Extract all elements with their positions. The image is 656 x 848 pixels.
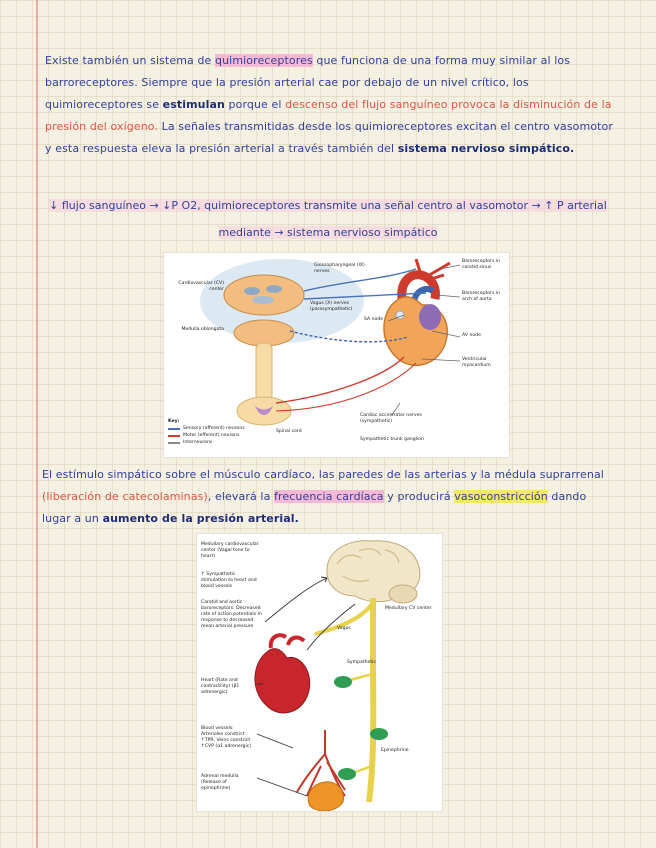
label-carotid-aortic-baroreceptors: Carotid and aortic baroreceptors: Decrea… xyxy=(201,600,262,629)
text-segment: aumento de la presión arterial. xyxy=(102,512,299,525)
key-motor-label: Motor (efferent) neurons xyxy=(183,433,240,438)
adrenal-medulla-illustration xyxy=(307,781,345,811)
text-segment: porque el xyxy=(224,98,286,111)
heart-illustration xyxy=(254,633,311,714)
formula-note: ↓ flujo sanguíneo → ↓P O2, quimiorecepto… xyxy=(38,192,618,246)
formula-line-1: ↓ flujo sanguíneo → ↓P O2, quimiorecepto… xyxy=(38,192,618,219)
margin-line xyxy=(36,0,38,848)
brainstem-illustration xyxy=(200,259,364,426)
label-ventricular-myocardium: Ventricular myocardium xyxy=(462,357,491,368)
text-segment: sistema nervioso simpático. xyxy=(397,142,575,155)
label-glossopharyngeal-nerves: Glossopharyngeal (IX) nerves xyxy=(314,263,365,274)
label-vagus-nerves: Vagus (X) nerves (parasympathetic) xyxy=(310,301,353,312)
label-spinal-cord: Spinal cord xyxy=(276,429,302,434)
key-motor-row: Motor (efferent) neurons xyxy=(168,433,260,438)
sensory-neuron-line-icon xyxy=(168,427,180,430)
sympathetic-diagram-art xyxy=(254,540,421,811)
label-sympathetic: Sympathetic xyxy=(347,660,376,665)
label-baroreceptors-carotid: Baroreceptors in carotid sinus xyxy=(462,259,500,270)
interneuron-line-icon xyxy=(168,441,180,444)
text-segment: quimioreceptores xyxy=(215,54,313,67)
text-segment: frecuencia cardíaca xyxy=(274,490,384,503)
text-segment: y producirá xyxy=(383,490,455,503)
text-segment: , elevará la xyxy=(207,490,275,503)
text-segment: descenso del flujo sanguíneo provoca la … xyxy=(45,98,612,133)
label-sa-node: SA node xyxy=(364,317,384,322)
label-cv-center: Cardiovascular (CV) center xyxy=(178,281,224,292)
figure1-key: Key: Sensory (afferent) neurons Motor (e… xyxy=(168,419,260,445)
label-epinephrine: Epinephrine xyxy=(381,748,409,753)
text-segment: mediante → sistema nervioso simpático xyxy=(218,226,438,239)
text-segment: que funciona de una forma muy similar al… xyxy=(45,54,571,111)
label-vagus: Vagus xyxy=(337,626,351,631)
heart-illustration xyxy=(383,258,451,367)
label-blood-vessels: Blood vessels: Arterioles constrict ↑TPR… xyxy=(201,726,252,749)
label-cardiac-accelerator-nerves: Cardiac accelerator nerves (sympathetic) xyxy=(360,413,422,424)
text-segment: estimulan xyxy=(162,98,225,111)
leader-lines xyxy=(387,264,461,416)
figure-sympathetic-stimulation: Medullary cardiovascular center (Vagal t… xyxy=(196,533,443,812)
figure-baroreceptor-pathways: Cardiovascular (CV) center Medulla oblon… xyxy=(163,252,510,458)
label-adrenal-medulla: Adrenal medulla (Release of epinephrine) xyxy=(201,774,239,791)
label-sympathetic-trunk-ganglion: Sympathetic trunk ganglion xyxy=(360,437,424,442)
key-title: Key: xyxy=(168,419,180,424)
brain-illustration xyxy=(326,540,421,604)
paragraph-sympathetic: El estímulo simpático sobre el músculo c… xyxy=(42,464,618,530)
label-heart: Heart (Rate and contractility) (β1 adren… xyxy=(201,678,240,695)
key-sensory-row: Sensory (afferent) neurons xyxy=(168,426,260,431)
label-av-node: AV node xyxy=(462,333,481,338)
text-segment: dando lugar a un xyxy=(42,490,587,525)
formula-line-2: mediante → sistema nervioso simpático xyxy=(38,219,618,246)
label-medulla-oblongata: Medulla oblongata xyxy=(181,327,224,332)
baroreceptor-diagram-art xyxy=(200,258,461,426)
label-medullary-cv-center: Medullary CV center xyxy=(385,606,432,611)
label-sympathetic-stimulation: ↑ Sympathetic stimulation to heart and b… xyxy=(201,572,257,589)
ganglia-illustration xyxy=(334,676,388,780)
motor-neuron-line-icon xyxy=(168,434,180,437)
paragraph-chemoreceptors: Existe también un sistema de quimiorecep… xyxy=(45,50,613,160)
text-segment: (liberación de catecolaminas) xyxy=(42,490,208,503)
text-segment: La señales transmitidas desde los quimio… xyxy=(45,120,614,155)
text-segment: vasoconstricción xyxy=(454,490,548,503)
key-interneuron-label: Interneurons xyxy=(183,440,213,445)
label-medullary-cardiovascular-center: Medullary cardiovascular center (Vagal t… xyxy=(201,542,259,559)
key-interneuron-row: Interneurons xyxy=(168,440,260,445)
label-baroreceptors-aorta: Baroreceptors in arch of aorta xyxy=(462,291,500,302)
nerve-pathways xyxy=(275,268,427,412)
blood-vessel-tree-illustration xyxy=(296,730,346,797)
text-segment: Existe también un sistema de xyxy=(45,54,216,67)
text-segment: ↓ flujo sanguíneo → ↓P O2, quimiorecepto… xyxy=(49,199,607,212)
connector-arrows xyxy=(256,576,356,797)
text-segment: El estímulo simpático sobre el músculo c… xyxy=(42,468,604,481)
key-sensory-label: Sensory (afferent) neurons xyxy=(183,426,245,431)
